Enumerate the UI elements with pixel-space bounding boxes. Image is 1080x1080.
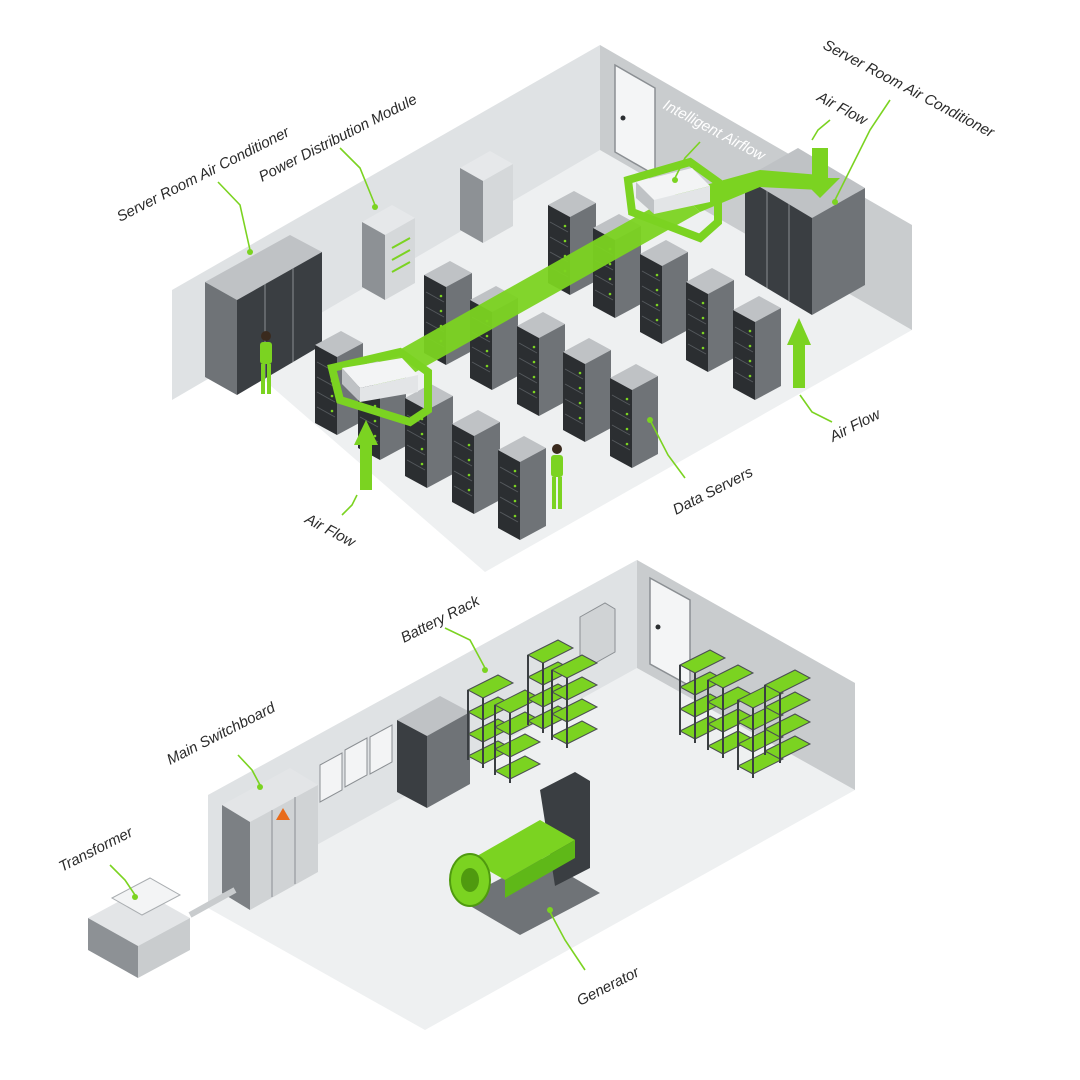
server-rack <box>517 312 565 416</box>
server-rack <box>563 338 611 442</box>
leader-dot <box>547 907 553 913</box>
server-rack <box>640 240 688 344</box>
leader-dot <box>132 894 138 900</box>
label-battery-rack: Battery Rack <box>398 592 484 647</box>
label-air-flow-top: Air Flow <box>813 88 871 129</box>
label-server-room-ac-right: Server Room Air Conditioner <box>820 37 998 142</box>
label-data-servers: Data Servers <box>670 463 756 518</box>
server-rack <box>452 410 500 514</box>
power-distribution-module-2 <box>460 151 513 243</box>
server-rack <box>498 436 546 540</box>
door-knob <box>621 116 626 121</box>
label-air-flow-left: Air Flow <box>301 510 359 551</box>
leader-dot <box>672 177 678 183</box>
leader-dot <box>257 784 263 790</box>
label-main-switchboard: Main Switchboard <box>164 699 279 769</box>
power-distribution-module-1 <box>362 205 415 300</box>
leader-dot <box>647 417 653 423</box>
leader-dot <box>247 249 253 255</box>
leader-air-flow-left <box>342 495 357 515</box>
door-knob <box>656 625 661 630</box>
server-rack <box>733 296 781 400</box>
label-air-flow-right: Air Flow <box>826 405 884 446</box>
label-transformer: Transformer <box>56 823 136 875</box>
leader-dot <box>482 667 488 673</box>
server-rack <box>686 268 734 372</box>
leader-dot <box>832 199 838 205</box>
power-room <box>88 560 855 1030</box>
leader-air-flow-top <box>812 120 830 140</box>
leader-dot <box>372 204 378 210</box>
leader-air-flow-right <box>800 395 832 422</box>
leader-ac-left <box>218 182 250 250</box>
server-rack <box>610 364 658 468</box>
leader-transformer <box>110 865 135 895</box>
